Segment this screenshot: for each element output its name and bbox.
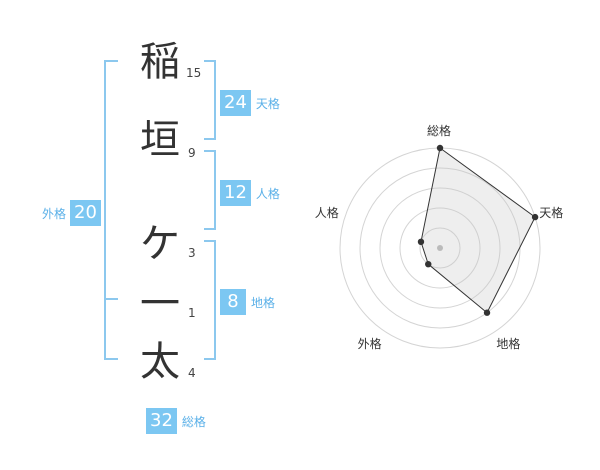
stroke-count-2: 9 — [188, 146, 196, 160]
radar-series-polygon — [420, 147, 536, 314]
jinkaku-value: 12 — [220, 180, 251, 206]
tenkaku-label: 天格 — [255, 96, 280, 111]
gaikaku-score: 外格 20 — [42, 200, 101, 226]
radar-point-4 — [425, 260, 432, 268]
radar-axis-label-1: 総格 — [427, 124, 452, 138]
tenkaku-bracket — [204, 60, 216, 140]
radar-ring-2 — [399, 207, 481, 289]
soukaku-score: 32 総格 — [146, 408, 206, 434]
gaikaku-bracket — [104, 60, 118, 360]
radar-axis-label-5: 人格 — [314, 205, 339, 220]
tenkaku-score: 24 天格 — [220, 90, 280, 116]
gaikaku-value: 20 — [70, 200, 101, 226]
stroke-count-3: 3 — [188, 246, 196, 260]
radar-point-1 — [436, 144, 444, 152]
chikaku-score: 8 地格 — [220, 289, 275, 315]
soukaku-label: 総格 — [181, 414, 206, 429]
chikaku-bracket — [204, 240, 216, 360]
name-char-1: 稲 — [140, 39, 180, 85]
gaikaku-label: 外格 — [42, 206, 67, 221]
stroke-count-4: 1 — [188, 306, 196, 320]
chikaku-value: 8 — [220, 289, 246, 315]
tenkaku-value: 24 — [220, 90, 251, 116]
name-char-4: 一 — [140, 281, 180, 327]
radar-point-5 — [417, 238, 425, 246]
jinkaku-label: 人格 — [255, 186, 280, 201]
radar-ring-3 — [379, 187, 501, 309]
chikaku-label: 地格 — [251, 295, 276, 310]
radar-chart — [339, 144, 541, 349]
radar-ring-1 — [419, 227, 461, 269]
lower-name-divider — [104, 298, 118, 300]
name-char-3: ケ — [140, 221, 180, 267]
stroke-count-1: 15 — [186, 66, 202, 80]
jinkaku-score: 12 人格 — [220, 180, 280, 206]
jinkaku-bracket — [204, 150, 216, 230]
name-char-2: 垣 — [140, 117, 180, 163]
soukaku-value: 32 — [146, 408, 177, 434]
radar-point-3 — [483, 309, 491, 316]
radar-axis-label-4: 外格 — [357, 337, 382, 352]
radar-axis-label-2: 天格 — [539, 205, 564, 220]
radar-center-point — [437, 245, 443, 251]
radar-axis-label-3: 地格 — [496, 337, 521, 352]
stroke-count-5: 4 — [188, 366, 196, 380]
name-char-5: 太 — [140, 339, 180, 385]
radar-point-2 — [531, 213, 539, 221]
